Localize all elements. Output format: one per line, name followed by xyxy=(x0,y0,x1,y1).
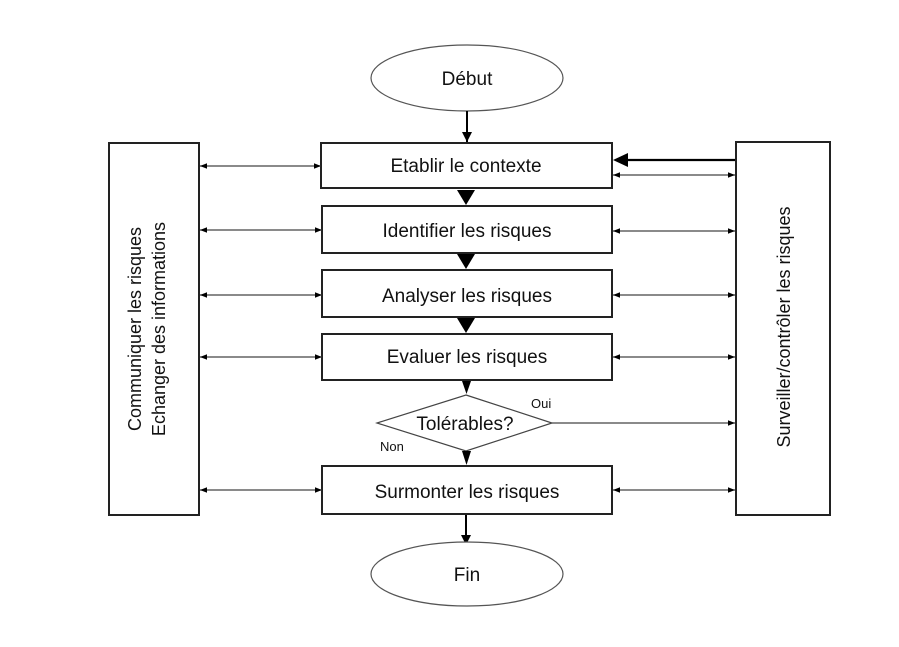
panel-label-monitor: Surveiller/contrôler les risques xyxy=(774,206,794,447)
panel-label-communicate: Communiquer les risques xyxy=(125,227,145,431)
arrow-down-icon xyxy=(462,451,471,465)
step-label: Etablir le contexte xyxy=(390,156,541,177)
arrow-down-icon xyxy=(457,254,475,269)
end-label: Fin xyxy=(454,565,480,586)
end-node: Fin xyxy=(370,541,564,607)
step-treat-risks: Surmonter les risques xyxy=(321,465,613,515)
step-label: Identifier les risques xyxy=(383,221,552,242)
arrow-down-icon xyxy=(457,318,475,333)
panel-label-exchange: Echanger des informations xyxy=(149,222,169,436)
start-node: Début xyxy=(370,44,564,112)
arrow-down-icon xyxy=(457,190,475,205)
arrow-down-icon xyxy=(462,381,471,394)
step-establish-context: Etablir le contexte xyxy=(320,142,613,189)
monitor-panel: Surveiller/contrôler les risques xyxy=(735,141,831,516)
feedback-arrowhead-icon xyxy=(613,153,628,167)
step-analyse-risks: Analyser les risques xyxy=(321,269,613,318)
step-evaluate-risks: Evaluer les risques xyxy=(321,333,613,381)
communicate-panel: Communiquer les risques Echanger des inf… xyxy=(108,142,200,516)
decision-label: Tolérables? xyxy=(416,414,513,435)
right-connectors xyxy=(613,172,735,493)
left-connectors xyxy=(200,163,322,493)
start-label: Début xyxy=(442,69,493,90)
step-label: Evaluer les risques xyxy=(387,347,548,368)
yes-label: Oui xyxy=(531,396,551,411)
step-label: Analyser les risques xyxy=(382,286,552,307)
step-label: Surmonter les risques xyxy=(375,482,560,503)
no-label: Non xyxy=(380,439,404,454)
step-identify-risks: Identifier les risques xyxy=(321,205,613,254)
